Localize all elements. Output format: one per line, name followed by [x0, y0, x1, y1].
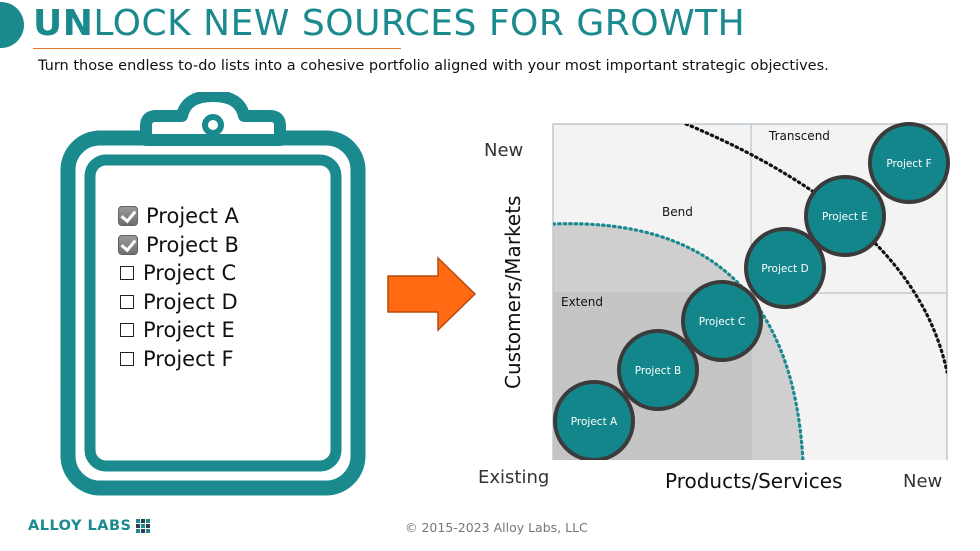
checklist-item: Project C [118, 259, 239, 288]
project-node-b: Project B [617, 329, 699, 411]
project-node-label: Project D [761, 263, 808, 275]
project-node-label: Project E [822, 211, 868, 223]
subtitle: Turn those endless to-do lists into a co… [38, 58, 829, 74]
checklist-item-label: Project F [143, 346, 234, 371]
project-node-f: Project F [868, 122, 950, 204]
checklist-item-label: Project B [146, 232, 239, 257]
checklist-item: Project B [118, 231, 239, 260]
project-checklist: Project A Project B Project C Project D … [118, 202, 239, 373]
empty-checkbox-icon [120, 323, 134, 338]
copyright-text: © 2015-2023 Alloy Labs, LLC [405, 520, 588, 535]
y-axis-title: Customers/Markets [501, 195, 525, 389]
project-node-label: Project A [571, 416, 618, 428]
project-node-d: Project D [744, 227, 826, 309]
checklist-item: Project A [118, 202, 239, 231]
x-axis-title: Products/Services [665, 469, 843, 493]
y-axis-top-label: New [484, 140, 524, 161]
checklist-item: Project E [118, 316, 239, 345]
right-arrow-icon [387, 256, 477, 332]
project-node-label: Project C [699, 316, 746, 328]
logo-text: ALLOY LABS [28, 518, 132, 534]
empty-checkbox-icon [120, 351, 134, 366]
checked-checkbox-icon [118, 206, 138, 227]
region-label-extend: Extend [561, 295, 603, 309]
project-node-c: Project C [681, 280, 763, 362]
checked-checkbox-icon [118, 234, 138, 255]
checklist-item: Project D [118, 288, 239, 317]
title-lead: UN [33, 3, 94, 44]
logo-mark-icon [135, 519, 150, 533]
origin-label: Existing [478, 467, 550, 488]
x-axis-right-label: New [903, 471, 943, 492]
page-title: UNLOCK NEW SOURCES FOR GROWTH [33, 1, 745, 47]
alloy-labs-logo: ALLOY LABS [28, 518, 150, 534]
title-accent-dot [0, 2, 24, 48]
title-underline [33, 48, 401, 49]
region-label-bend: Bend [662, 205, 693, 219]
empty-checkbox-icon [120, 294, 134, 309]
region-label-transcend: Transcend [768, 129, 830, 143]
matrix-border [552, 123, 948, 460]
extend-boundary [553, 222, 805, 460]
project-node-label: Project F [886, 158, 931, 170]
project-node-e: Project E [804, 175, 886, 257]
project-node-a: Project A [553, 380, 635, 460]
clipboard-icon [60, 92, 366, 496]
project-node-label: Project B [635, 365, 681, 377]
checklist-item-label: Project E [143, 318, 235, 343]
checklist-item: Project F [118, 345, 239, 374]
checklist-item-label: Project A [146, 204, 239, 229]
title-rest: LOCK NEW SOURCES FOR GROWTH [93, 3, 746, 44]
checklist-item-label: Project C [143, 261, 237, 286]
growth-matrix: Extend Bend Transcend Project A Project … [552, 122, 950, 460]
empty-checkbox-icon [120, 266, 134, 281]
checklist-item-label: Project D [143, 289, 238, 314]
